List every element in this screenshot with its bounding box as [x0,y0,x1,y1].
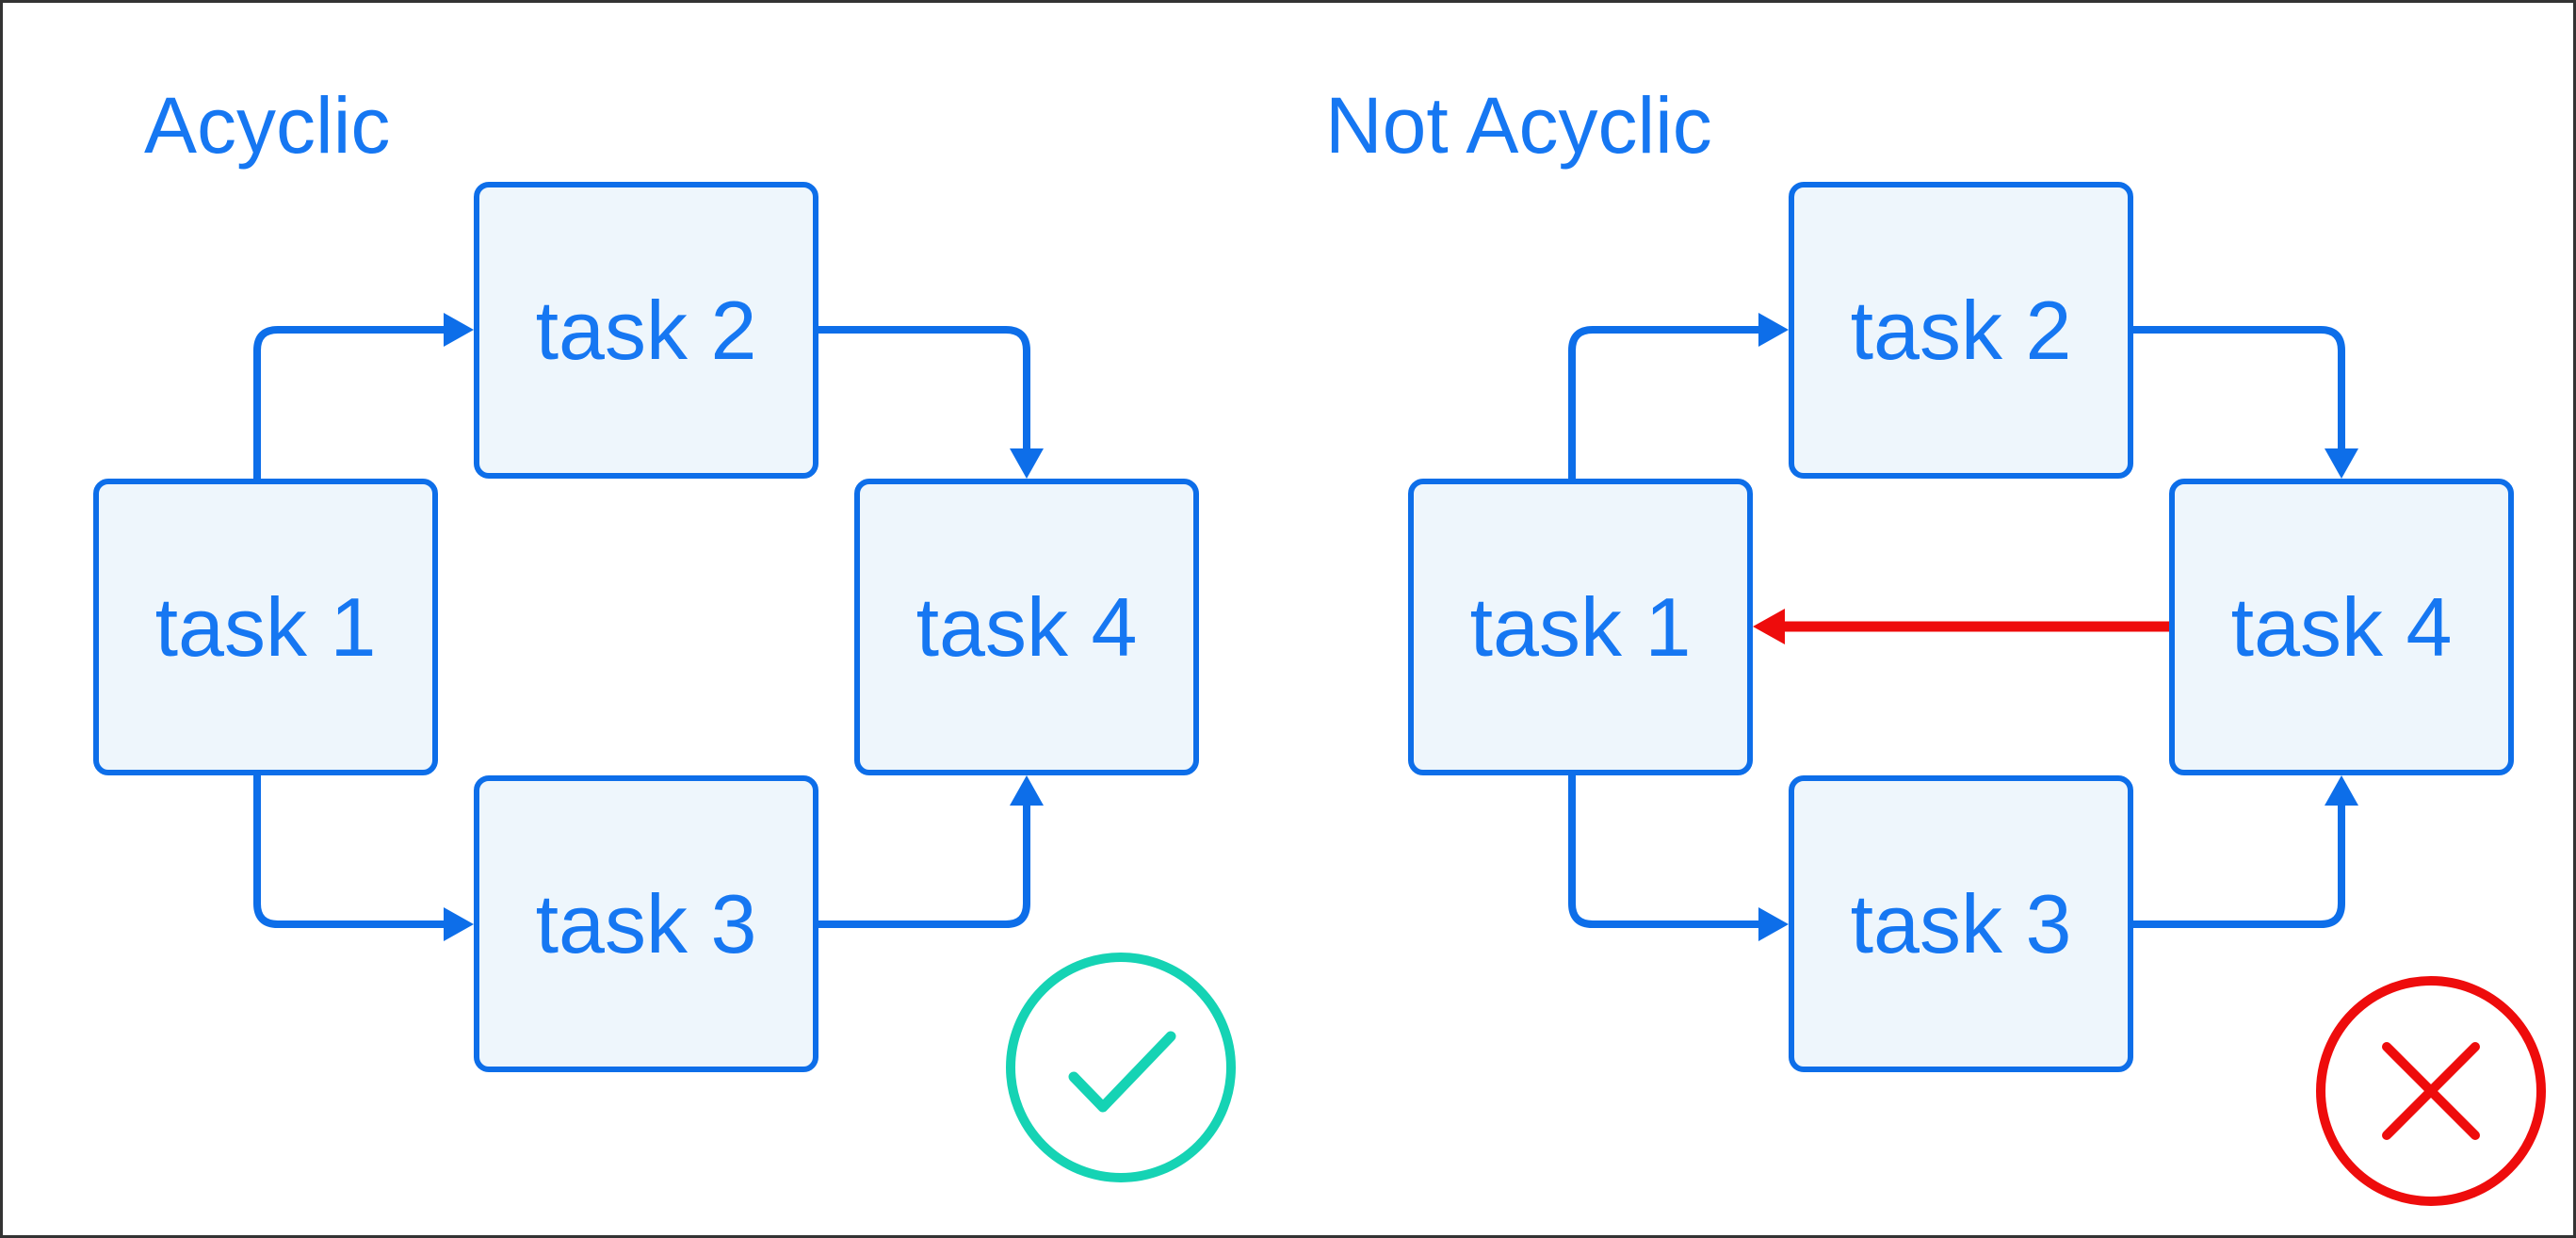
arrowhead-icon [1758,313,1789,347]
edge-notacyclic-task1-task2 [1568,326,1758,479]
node-label: task 2 [535,283,757,377]
node-notacyclic-task1: task 1 [1408,479,1753,775]
arrowhead-icon [2325,448,2358,479]
edge-acyclic-task2-task4 [818,326,1030,448]
arrowhead-icon [2325,775,2358,806]
node-label: task 3 [535,876,757,970]
edge-notacyclic-task1-task3 [1568,775,1758,928]
node-acyclic-task3: task 3 [474,775,818,1072]
arrowhead-icon [1753,609,1785,644]
arrowhead-icon [444,907,474,941]
node-notacyclic-task3: task 3 [1789,775,2133,1072]
edge-notacyclic-task2-task4 [2133,326,2345,448]
edge-notacyclic-task3-task4 [2133,806,2345,928]
arrowhead-icon [1758,907,1789,941]
edge-acyclic-task1-task3 [253,775,444,928]
x-circle-icon [2316,976,2546,1206]
arrowhead-icon [1010,448,1044,479]
node-label: task 2 [1850,283,2072,377]
diagram-title-not-acyclic: Not Acyclic [1325,81,1712,170]
arrowhead-icon [444,313,474,347]
node-label: task 4 [915,579,1138,674]
node-notacyclic-task2: task 2 [1789,182,2133,479]
node-label: task 4 [2230,579,2453,674]
node-acyclic-task1: task 1 [93,479,438,775]
node-notacyclic-task4: task 4 [2169,479,2514,775]
node-acyclic-task4: task 4 [854,479,1199,775]
arrowhead-icon [1010,775,1044,806]
node-label: task 1 [154,579,377,674]
node-label: task 1 [1469,579,1692,674]
diagram-title-acyclic: Acyclic [144,81,391,170]
node-acyclic-task2: task 2 [474,182,818,479]
check-circle-icon [1006,953,1236,1182]
edge-acyclic-task1-task2 [253,326,444,479]
node-label: task 3 [1850,876,2072,970]
edge-acyclic-task3-task4 [818,806,1030,928]
